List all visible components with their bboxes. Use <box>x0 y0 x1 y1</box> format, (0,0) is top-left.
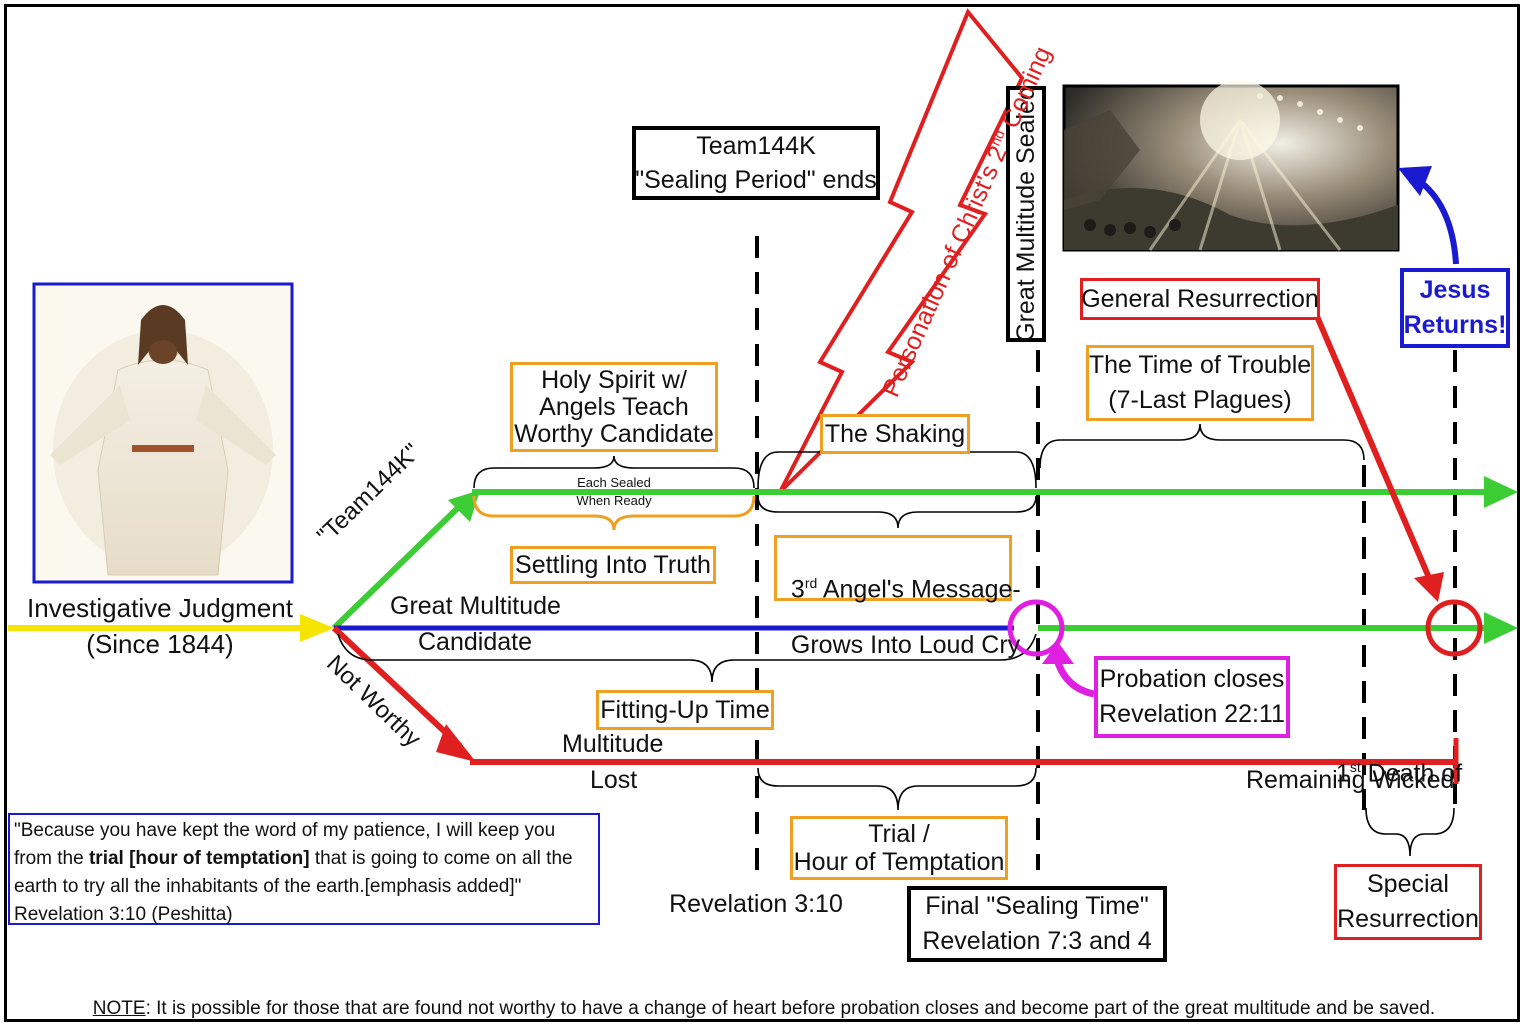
team144k-arrowhead <box>1484 476 1518 508</box>
great-multitude-label: Great Multitude <box>390 592 561 620</box>
quote-part2: that is going to come on all the earth t… <box>14 848 573 925</box>
remaining-wicked-label: Remaining Wicked <box>1246 766 1455 794</box>
lost-label: Lost <box>590 766 638 794</box>
jesus-portrait <box>32 282 294 584</box>
probation-circle <box>1007 599 1065 657</box>
return-circle <box>1425 599 1483 657</box>
the-shaking-box: The Shaking <box>820 414 970 454</box>
yellow-arrowhead <box>300 614 334 642</box>
team144k-diagonal-arrowhead <box>448 490 480 522</box>
first-death-label: 1st Death of <box>1322 730 1462 788</box>
candidate-label: Candidate <box>418 628 532 656</box>
not-worthy-arrowhead <box>436 724 476 762</box>
special-resurrection-box: Special Resurrection <box>1334 864 1482 940</box>
third-angel-line2: Grows Into Loud Cry <box>790 631 1021 660</box>
investigative-judgment-label: Investigative Judgment (Since 1844) <box>27 593 293 659</box>
third-angel-box: 3rd Angel's Message- Grows Into Loud Cry <box>774 535 1021 659</box>
each-sealed-label: Each Sealed When Ready <box>576 475 652 508</box>
time-of-trouble-box: The Time of Trouble (7-Last Plagues) <box>1086 345 1314 421</box>
first-death-prefix: 1 <box>1335 759 1350 788</box>
braces <box>337 423 1455 857</box>
probation-arrowhead <box>1042 642 1074 664</box>
team144k-sealing-ends-box: Team144K "Sealing Period" ends <box>632 126 880 200</box>
general-resurrection-arrow <box>1313 312 1433 582</box>
fitting-up-time-box: Fitting-Up Time <box>596 690 774 730</box>
jesus-returns-box: Jesus Returns! <box>1400 268 1510 348</box>
first-death-sup: st <box>1349 759 1361 775</box>
general-resurrection-arrowhead <box>1414 572 1444 602</box>
general-resurrection-box: General Resurrection <box>1080 278 1320 320</box>
saved-multitude-arrowhead <box>1484 612 1518 644</box>
third-angel-sup: rd <box>804 575 818 591</box>
not-worthy-diagonal <box>331 625 463 749</box>
team144k-diagonal <box>331 497 469 631</box>
final-sealing-box: Final "Sealing Time" Revelation 7:3 and … <box>907 886 1167 962</box>
jesus-returns-arrowhead <box>1398 166 1432 196</box>
settling-brace <box>472 495 756 531</box>
diagram-frame <box>4 4 1520 1022</box>
first-death-rest: Death of <box>1360 759 1463 788</box>
note-text: : It is possible for those that are foun… <box>145 998 1436 1019</box>
probation-closes-box: Probation closes Revelation 22:11 <box>1094 656 1290 738</box>
quote-part1: "Because you have kept the word of my pa… <box>14 820 556 869</box>
second-coming-painting <box>1062 80 1400 252</box>
multitude-label: Multitude <box>562 730 664 758</box>
revelation-quote-box: "Because you have kept the word of my pa… <box>8 813 600 925</box>
third-angel-rest: Angel's Message- <box>817 575 1021 604</box>
the-shaking-text: The Shaking <box>824 419 966 448</box>
trial-box: Trial / Hour of Temptation <box>790 816 1008 880</box>
footer-note: NOTE: It is possible for those that are … <box>0 998 1528 1020</box>
settling-into-truth-box: Settling Into Truth <box>510 546 716 584</box>
revelation-3-10-label: Revelation 3:10 <box>669 890 843 918</box>
note-label: NOTE <box>92 998 146 1019</box>
third-angel-prefix: 3 <box>790 575 805 604</box>
holy-spirit-box: Holy Spirit w/ Angels Teach Worthy Candi… <box>510 362 718 452</box>
quote-bold: trial [hour of temptation] <box>88 848 310 869</box>
